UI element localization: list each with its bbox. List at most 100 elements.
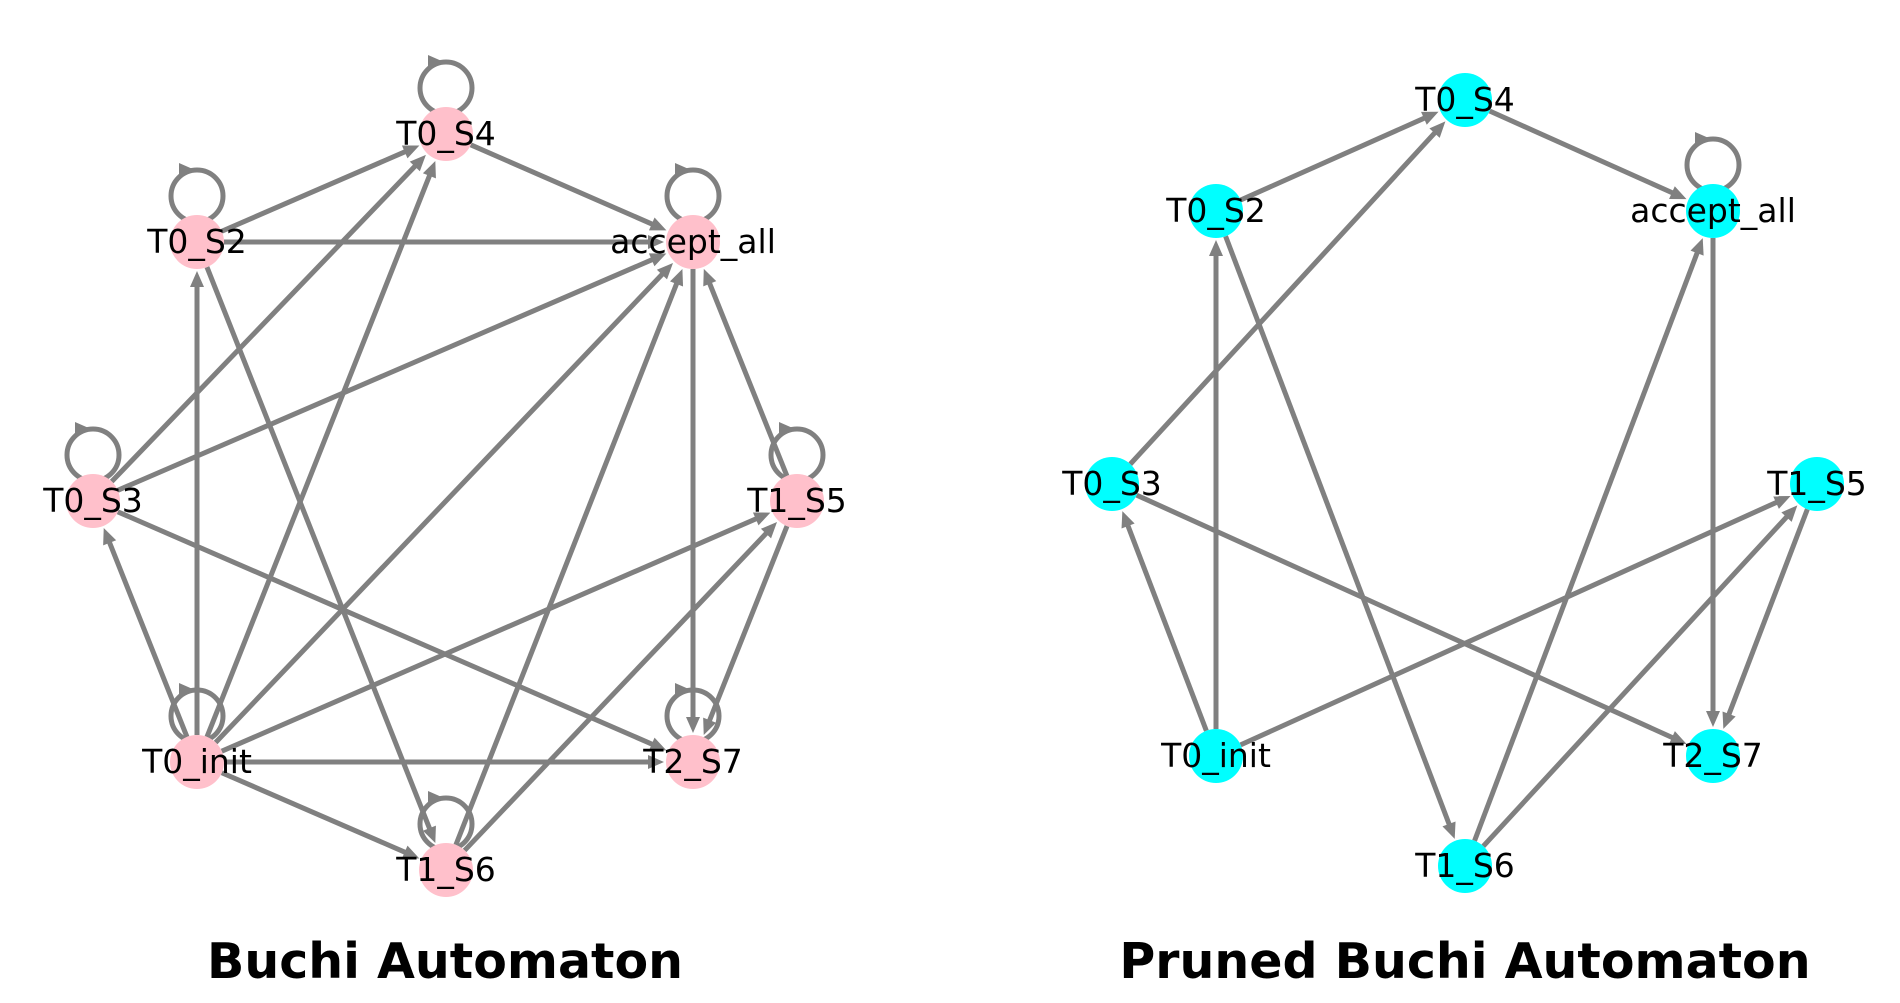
node-circle	[1438, 839, 1492, 893]
edge-arrow-t1-s5-to-accept-all	[703, 268, 717, 287]
node-label: accept_all	[1630, 191, 1796, 230]
edge-t0-s3-to-t0-s4	[1128, 125, 1442, 466]
edge-t0-init-to-accept-all	[213, 267, 670, 745]
edge-arrow-accept-all-to-t2-s7	[1706, 711, 1720, 727]
edge-arrow-t1-s5-to-t2-s7	[703, 717, 717, 736]
node-circle	[1686, 729, 1740, 783]
edge-arrow-t1-s6-to-accept-all	[1690, 238, 1704, 256]
edge-arrow-t1-s6-to-t1-s5	[760, 522, 778, 539]
node-label: T1_S6	[1414, 846, 1515, 885]
edge-arrow-t0-init-to-t0-s3	[1121, 511, 1135, 529]
edge-arrow-t0-s2-to-t1-s6	[422, 825, 436, 844]
edge-arrow-t0-init-to-t0-s3	[103, 527, 117, 546]
node-t0-s4: T0_S4	[1414, 73, 1515, 127]
edge-layer	[64, 55, 826, 859]
edge-arrow-t0-s4-to-accept-all	[648, 217, 667, 231]
edge-arrow-t0-init-to-t0-s2	[1209, 240, 1223, 256]
self-loop-arrow-t0-s3	[75, 422, 91, 436]
edge-t1-s5-to-t2-s7	[1723, 508, 1810, 723]
edge-arrow-t0-s3-to-t0-s4	[409, 154, 426, 172]
edge-t0-s3-to-t2-s7	[1135, 492, 1681, 744]
node-circle	[1189, 729, 1243, 783]
edge-t1-s6-to-accept-all	[453, 275, 682, 846]
edge-t1-s5-to-accept-all	[704, 275, 790, 477]
edge-t0-init-to-t0-s3	[1122, 517, 1209, 732]
node-label: T0_init	[141, 742, 252, 781]
node-circle	[770, 474, 824, 528]
edge-arrow-t1-s6-to-accept-all	[670, 268, 684, 287]
node-t0-s3: T0_S3	[1061, 457, 1162, 511]
node-label: T0_S2	[1165, 191, 1266, 230]
node-label: T1_S5	[746, 481, 847, 520]
node-circle	[1189, 184, 1243, 238]
self-loop-arrow-accept-all	[1695, 132, 1711, 146]
edge-arrow-t0-init-to-t0-s2	[190, 271, 204, 287]
edge-arrow-t0-init-to-t1-s6	[401, 845, 420, 859]
edge-arrow-t0-s2-to-t0-s4	[401, 145, 420, 159]
panel-title: Buchi Automaton	[207, 933, 683, 990]
node-label: T0_S3	[42, 481, 143, 520]
node-label: T2_S7	[1662, 736, 1763, 775]
self-loop-accept-all	[664, 167, 722, 225]
node-label: T0_S2	[146, 222, 247, 261]
node-t1-s6: T1_S6	[395, 843, 496, 897]
node-circle	[419, 843, 473, 897]
node-circle	[666, 735, 720, 789]
edge-t0-init-to-t1-s5	[1239, 496, 1785, 748]
edge-arrow-t0-init-to-t1-s5	[1773, 495, 1791, 509]
node-circle	[1085, 457, 1139, 511]
node-label: T1_S6	[395, 850, 496, 889]
self-loop-arrow-t1-s5	[779, 422, 795, 436]
edge-arrow-t0-s4-to-accept-all	[1669, 186, 1687, 200]
edge-layer	[1121, 108, 1810, 848]
edge-t1-s6-to-accept-all	[1472, 244, 1703, 842]
node-t0-s2: T0_S2	[146, 215, 247, 269]
node-label: T0_S3	[1061, 464, 1162, 503]
edge-arrow-t0-s2-to-t0-s4	[1421, 111, 1439, 125]
panel-title: Pruned Buchi Automaton	[1119, 933, 1810, 990]
edge-arrow-t0-init-to-t0-s4	[422, 160, 436, 179]
node-t0-s2: T0_S2	[1165, 184, 1266, 238]
node-label: T0_init	[1160, 736, 1271, 775]
self-loop-t0-s3	[64, 426, 122, 484]
edge-t0-s3-to-accept-all	[116, 254, 661, 493]
edge-arrow-accept-all-to-t2-s7	[686, 717, 700, 733]
node-label: T0_S4	[1414, 80, 1515, 119]
node-circle	[1686, 184, 1740, 238]
edge-arrow-t0-s3-to-t0-s4	[1429, 121, 1446, 138]
node-t1-s5: T1_S5	[1766, 457, 1867, 511]
edge-t0-s2-to-t1-s6	[1223, 235, 1455, 833]
edge-t0-s2-to-t1-s6	[204, 266, 435, 837]
node-label: accept_all	[610, 222, 776, 261]
edge-t1-s6-to-t1-s5	[1481, 509, 1794, 848]
self-loop-arrow-t0-s2	[179, 163, 195, 177]
self-loop-t0-s2	[168, 167, 226, 225]
node-t0-init: T0_init	[141, 735, 252, 789]
self-loop-t0-s4	[417, 59, 475, 117]
node-circle	[170, 215, 224, 269]
node-accept-all: accept_all	[1630, 184, 1796, 238]
edge-arrow-t0-init-to-t1-s5	[752, 512, 771, 526]
node-t2-s7: T2_S7	[1662, 729, 1763, 783]
node-circle	[666, 215, 720, 269]
edge-t0-s3-to-t0-s4	[109, 158, 423, 484]
node-t0-s4: T0_S4	[395, 107, 496, 161]
self-loop-arrow-t1-s6	[428, 791, 444, 805]
node-circle	[170, 735, 224, 789]
edge-t0-s3-to-t2-s7	[116, 509, 661, 750]
edge-arrow-t1-s6-to-t1-s5	[1781, 505, 1798, 522]
node-t2-s7: T2_S7	[642, 735, 743, 789]
edge-arrow-t0-init-to-t2-s7	[648, 755, 664, 769]
node-t0-s3: T0_S3	[42, 474, 143, 528]
node-circle	[1790, 457, 1844, 511]
node-label: T0_S4	[395, 114, 496, 153]
edge-t0-init-to-t1-s5	[220, 513, 765, 754]
edge-arrow-t0-s3-to-t2-s7	[1669, 731, 1687, 745]
edge-arrow-t0-s3-to-accept-all	[648, 253, 667, 267]
node-circle	[66, 474, 120, 528]
node-t1-s5: T1_S5	[746, 474, 847, 528]
